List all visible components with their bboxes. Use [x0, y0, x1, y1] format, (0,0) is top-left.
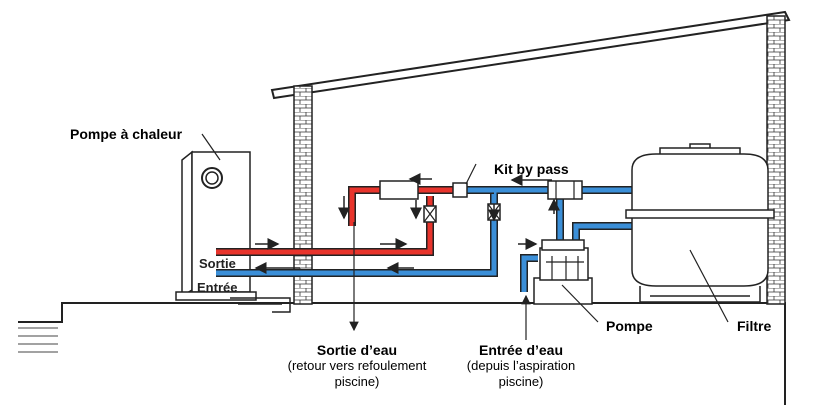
label-heat-pump: Pompe à chaleur	[70, 126, 183, 142]
label-pump: Pompe	[606, 318, 653, 334]
right-brick-wall	[766, 15, 786, 305]
pump	[533, 239, 593, 305]
valve-hot	[423, 205, 437, 223]
label-bypass-kit: Kit by pass	[494, 161, 569, 177]
water-outlet-desc-1: (retour vers refoulement	[287, 358, 427, 373]
water-inlet-desc-2: piscine)	[498, 374, 544, 389]
label-water-outlet: Sortie d’eau (retour vers refoulement pi…	[262, 342, 452, 390]
filter-tank	[625, 143, 775, 303]
roof	[270, 10, 791, 100]
flow-arrows	[254, 173, 560, 274]
label-filter: Filtre	[737, 318, 772, 334]
label-outlet: Sortie	[199, 256, 236, 271]
water-outlet-desc-2: piscine)	[334, 374, 380, 389]
water-outlet-title: Sortie d’eau	[316, 342, 398, 358]
leader-lines	[201, 133, 729, 340]
bypass-valve	[452, 180, 583, 200]
heat-pump-unit	[175, 150, 291, 313]
ground	[18, 302, 786, 405]
label-inlet: Entrée	[197, 280, 238, 295]
heat-exchanger-box	[379, 180, 419, 200]
water-inlet-desc-1: (depuis l’aspiration	[466, 358, 576, 373]
water-inlet-title: Entrée d’eau	[478, 342, 564, 358]
label-water-inlet: Entrée d’eau (depuis l’aspiration piscin…	[446, 342, 596, 390]
